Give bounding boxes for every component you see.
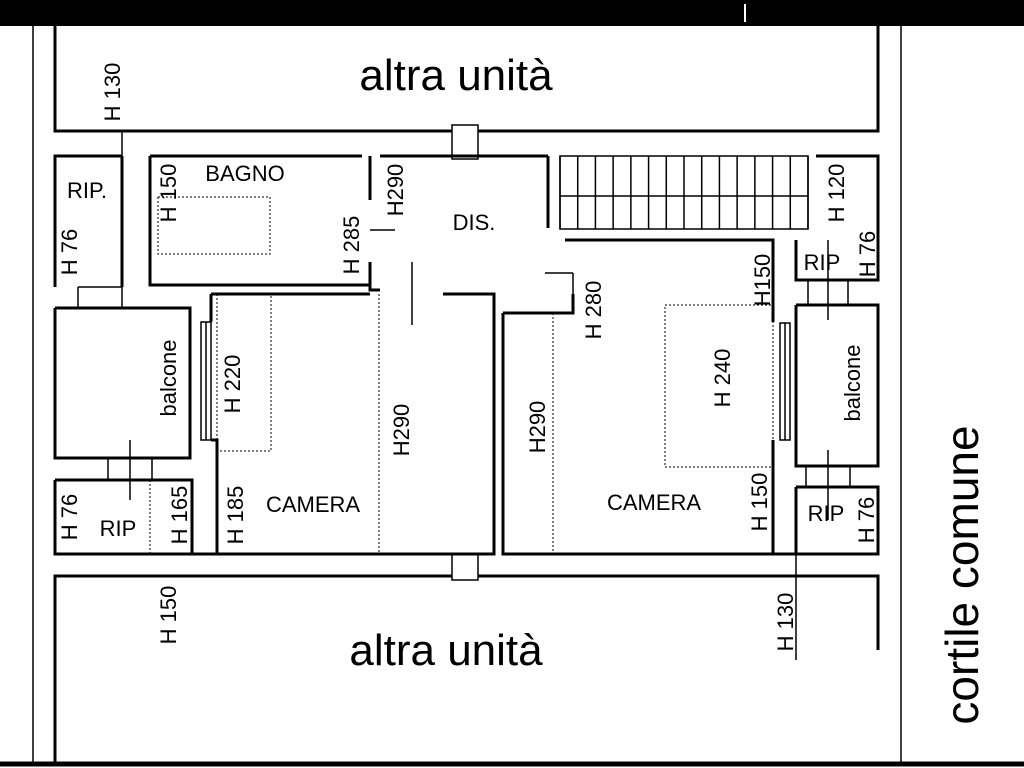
left-rip-top (53, 131, 124, 308)
room-label-rip-bottom-left: RIP (100, 516, 137, 541)
right-rip-top (794, 154, 880, 320)
room-label-dis: DIS. (453, 210, 496, 235)
height-label: H 165 (167, 486, 192, 545)
room-label-balcone-left: balcone (156, 339, 181, 416)
room-label-rip-top-left: RIP. (67, 178, 107, 203)
height-label: H150 (750, 254, 775, 307)
height-label: H 76 (57, 494, 82, 540)
height-label: H 130 (100, 63, 125, 122)
room-label-balcone-right: balcone (840, 344, 865, 421)
right-balcony (794, 303, 880, 520)
height-label: H 220 (220, 355, 245, 414)
height-label: H290 (389, 404, 414, 457)
height-label: H 240 (710, 349, 735, 408)
height-label: H 185 (223, 486, 248, 545)
bathroom (157, 156, 395, 292)
height-label: H 150 (156, 164, 181, 223)
right-rip-bottom (794, 485, 880, 660)
room-label-rip-top-right: RIP (804, 250, 841, 275)
height-label: H 120 (824, 164, 849, 223)
staircase (559, 156, 809, 229)
top-bar (0, 0, 1024, 26)
height-label: H 76 (854, 497, 879, 543)
right-bedroom (501, 272, 796, 556)
courtyard-label: cortile comune (936, 425, 988, 724)
top-unit (53, 26, 880, 287)
height-label: H 150 (747, 473, 772, 532)
height-label: H 280 (581, 281, 606, 340)
height-label: H 76 (855, 231, 880, 277)
bottom-unit (53, 552, 880, 764)
room-label-rip-bottom-right: RIP (808, 501, 845, 526)
height-label: H 76 (57, 229, 82, 275)
height-label: H 285 (339, 216, 364, 275)
top-unit-label: altra unità (359, 51, 553, 100)
left-balcony (53, 306, 212, 500)
height-label: H290 (383, 164, 408, 217)
room-label-bagno: BAGNO (205, 161, 284, 186)
height-label: H290 (525, 401, 550, 454)
height-label: H 150 (156, 586, 181, 645)
room-label-camera-left: CAMERA (266, 492, 360, 517)
bottom-unit-label: altra unità (349, 626, 543, 675)
room-label-camera-right: CAMERA (607, 490, 701, 515)
height-label: H 130 (773, 593, 798, 652)
